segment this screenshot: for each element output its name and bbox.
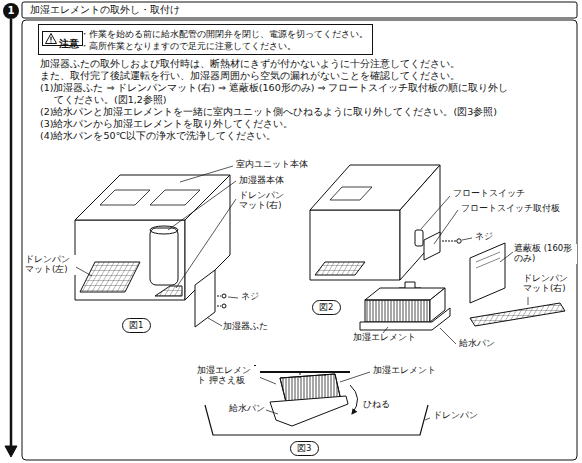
instruction-text: 加湿器ふたの取外しおよび取付時は、断熱材にきずが付かないように十分注意してくださ… [40,58,460,70]
figure-caption: 図2 [312,300,341,315]
figure-caption: 図1 [122,318,151,333]
part-label: 室内ユニット本体 [235,160,309,170]
figure-caption-text: 図3 [297,443,312,454]
part-label: ひねる [362,400,391,410]
instruction-text: (2)給水パンと加湿エレメントを一緒に室内ユニット側へひねるように取り外してくだ… [40,106,497,118]
part-label: 加湿エレメント 押さえ板 [196,366,260,386]
part-label: 加湿器本体 [238,176,285,186]
caution-bullet: ・高所作業となりますので足元に注意してください。 [80,40,296,52]
part-label: 遮蔽板 (160形のみ) [513,244,577,264]
part-label: ドレンパン マット(左) [24,255,76,275]
part-label: ドレンパン マット(右) [238,191,290,211]
instruction-text: (3)給水パンから加湿エレメントを取り外してください。 [40,118,293,130]
part-label: フロートスイッチ [452,189,526,199]
step-number: 1 [3,3,19,19]
instruction-text: また、取付完了後試運転を行い、加湿器周囲から空気の漏れがないことを確認してくださ… [40,70,460,82]
part-label: フロートスイッチ取付板 [460,204,561,214]
figure-caption-text: 図1 [129,320,144,331]
step-number-text: 1 [3,5,19,17]
instruction-text: (1)加湿器ふた ⇒ ドレンパンマット(右) ⇒ 遮蔽板(160形のみ) ⇒ フ… [40,82,509,106]
part-label: ドレンパン マット(右) [522,274,576,294]
part-label: ネジ [240,292,260,302]
part-label: 給水パン [228,404,266,414]
caution-bullet: ・作業を始める前に給水配管の開閉弁を閉じ、電源を切ってください。 [80,28,368,40]
caution-tag: 注意 [42,31,83,46]
section-title: 加湿エレメントの取外し・取付け [30,4,180,16]
part-label: ネジ [474,232,494,242]
warning-icon [45,33,57,44]
caution-box: 注意・作業を始める前に給水配管の開閉弁を閉じ、電源を切ってください。・高所作業と… [38,24,373,55]
figure-caption: 図3 [290,441,319,456]
part-label: 給水パン [458,339,496,349]
figure-caption-text: 図2 [319,302,334,313]
caution-label: 注意 [59,38,79,49]
part-label: 加湿エレメント [352,333,417,343]
part-label: ドレンパン [432,411,479,421]
part-label: 加湿器ふた [222,322,269,332]
instruction-text: (4)給水パンを50℃以下の浄水で洗浄してください。 [40,130,276,142]
part-label: 加湿エレメント [372,366,437,376]
